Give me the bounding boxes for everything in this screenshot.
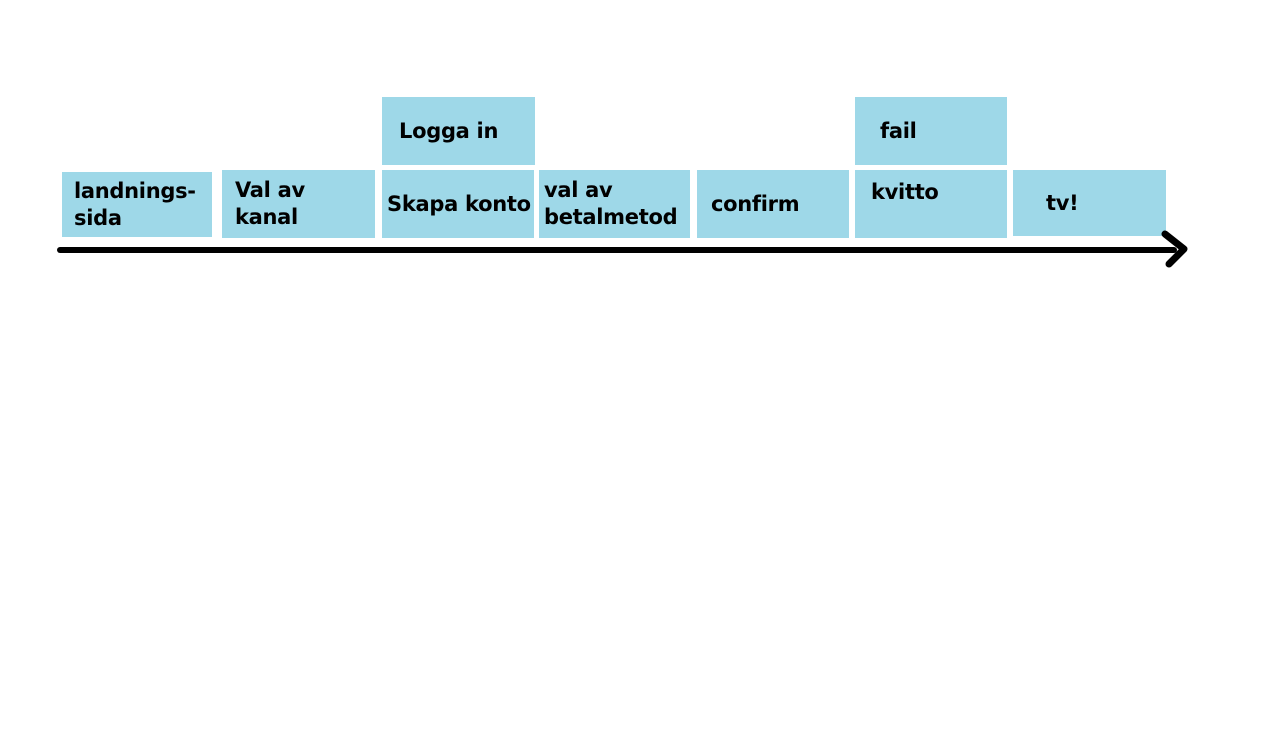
step-label: val av betalmetod <box>544 178 678 229</box>
step-label: confirm <box>711 191 800 216</box>
branch-box-fail: fail <box>855 97 1007 165</box>
step-label: Skapa konto <box>387 191 531 216</box>
branch-label: fail <box>880 118 917 143</box>
branch-box-logga-in: Logga in <box>382 97 535 165</box>
step-box-confirm: confirm <box>697 170 849 238</box>
step-box-landningssida: landnings- sida <box>62 172 212 237</box>
timeline-arrowhead-icon <box>1161 230 1188 268</box>
step-box-val-av-betalmetod: val av betalmetod <box>539 170 690 238</box>
step-box-skapa-konto: Skapa konto <box>382 170 534 238</box>
step-label: Val av kanal <box>235 178 305 229</box>
step-box-val-av-kanal: Val av kanal <box>222 170 375 238</box>
branch-label: Logga in <box>399 118 499 143</box>
step-box-tv: tv! <box>1013 170 1166 236</box>
step-label: tv! <box>1046 190 1079 215</box>
step-label: landnings- sida <box>74 178 196 230</box>
step-box-kvitto: kvitto <box>855 170 1007 238</box>
step-label: kvitto <box>871 180 939 204</box>
